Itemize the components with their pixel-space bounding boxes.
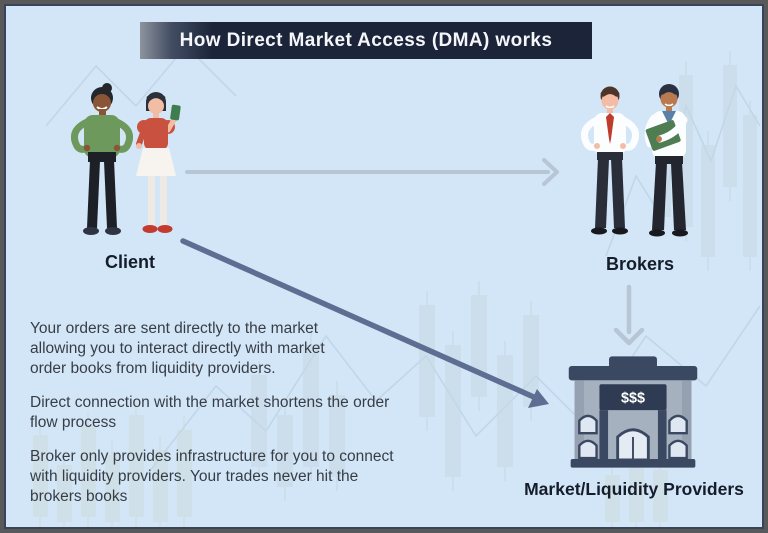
text-line: with liquidity providers. Your trades ne…	[30, 468, 359, 485]
text-line: Direct connection with the market shorte…	[30, 394, 390, 411]
bank-building-icon: $$$	[568, 356, 698, 468]
paragraph-direct-connection: Direct connection with the market shorte…	[30, 393, 500, 433]
text-line: Your orders are sent directly to the mar…	[30, 320, 319, 337]
brokers-label: Brokers	[605, 254, 675, 274]
paragraph-direct-orders: Your orders are sent directly to the mar…	[30, 319, 500, 379]
client-label: Client	[104, 252, 155, 272]
paragraph-broker-infrastructure: Broker only provides infrastructure for …	[30, 447, 500, 507]
market-liquidity-providers-label: Market/Liquidity Providers	[524, 479, 744, 499]
brokers-illustration	[580, 84, 688, 237]
client-illustration	[70, 83, 181, 235]
infographic-canvas: How Direct Market Access (DMA) works	[4, 4, 764, 529]
text-line: flow process	[30, 414, 117, 431]
page-title: How Direct Market Access (DMA) works	[179, 29, 553, 51]
explanation-text: Your orders are sent directly to the mar…	[30, 319, 500, 521]
text-line: Broker only provides infrastructure for …	[30, 448, 394, 465]
text-line: allowing you to interact directly with m…	[30, 340, 325, 357]
title-banner: How Direct Market Access (DMA) works	[140, 22, 592, 59]
text-line: brokers books	[30, 488, 128, 505]
text-line: order books from liquidity providers.	[30, 360, 276, 377]
bank-sign-text: $$$	[621, 390, 645, 406]
